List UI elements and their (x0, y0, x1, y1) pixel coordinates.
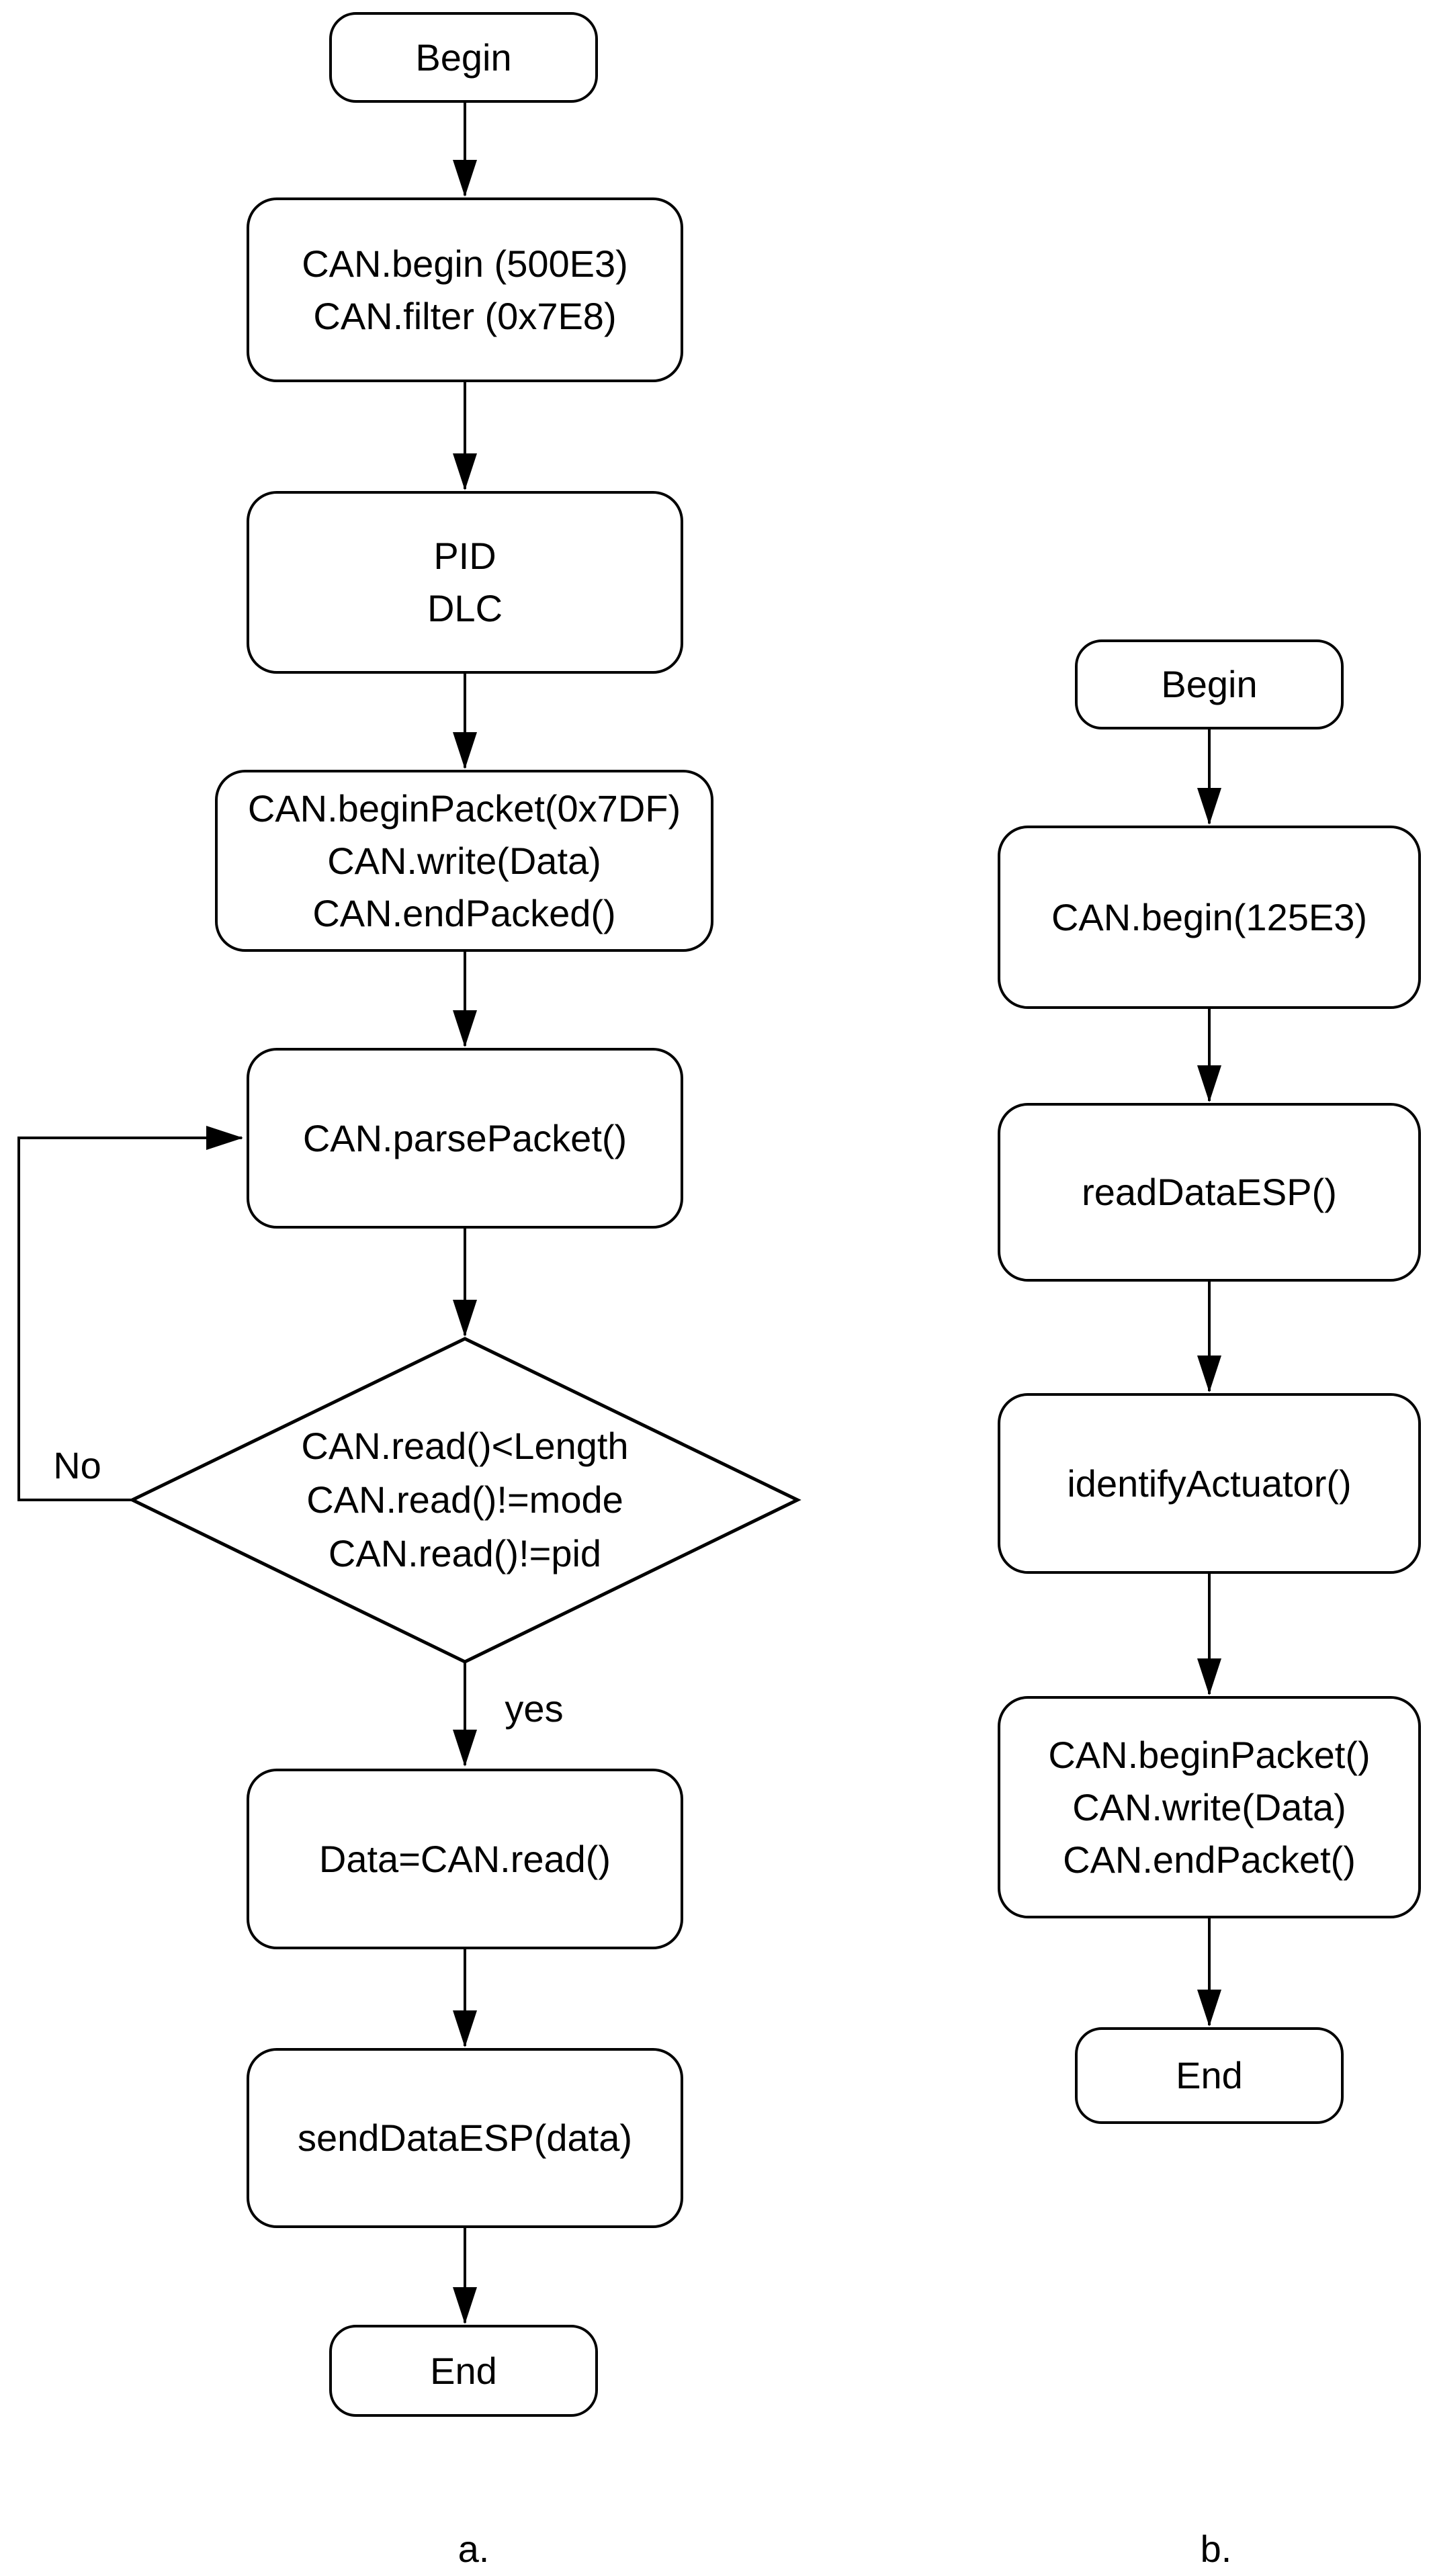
node-a-read-data-label: Data=CAN.read() (318, 1837, 611, 1880)
node-a-read-data: Data=CAN.read() (247, 1769, 683, 1949)
caption-a: a. (458, 2528, 490, 2570)
node-a-parse-packet-label: CAN.parsePacket() (302, 1116, 627, 1159)
node-b-init-label: CAN.begin(125E3) (1051, 895, 1368, 938)
node-a-send-request-line1: CAN.beginPacket(0x7DF) (247, 787, 681, 830)
node-a-begin-label: Begin (415, 36, 512, 79)
node-b-send-packet-line2: CAN.write(Data) (1072, 1785, 1346, 1828)
node-b-read-esp: readDataESP() (998, 1103, 1421, 1282)
node-a-init-line1: CAN.begin (500E3) (302, 242, 628, 285)
node-a-begin: Begin (329, 12, 598, 103)
node-b-begin: Begin (1075, 639, 1344, 729)
edge-label-yes: yes (505, 1687, 564, 1730)
node-a-decision-line1: CAN.read()<Length (301, 1425, 629, 1467)
node-b-identify-label: identifyActuator() (1067, 1462, 1352, 1505)
node-b-end: End (1075, 2027, 1344, 2124)
node-a-send-request-line2: CAN.write(Data) (327, 839, 601, 882)
node-a-decision-line2: CAN.read()!=mode (306, 1478, 623, 1521)
node-a-send-request-line3: CAN.endPacked() (312, 891, 616, 934)
node-a-pid-dlc-line1: PID (433, 535, 496, 577)
node-a-pid-dlc-line2: DLC (427, 587, 503, 629)
node-a-send-data-label: sendDataESP(data) (297, 2117, 633, 2159)
node-a-init: CAN.begin (500E3) CAN.filter (0x7E8) (247, 197, 683, 382)
node-b-end-label: End (1176, 2054, 1243, 2096)
node-a-decision-text: CAN.read()<Length CAN.read()!=mode CAN.r… (230, 1406, 700, 1594)
node-a-init-line2: CAN.filter (0x7E8) (313, 294, 617, 337)
caption-b: b. (1200, 2528, 1232, 2570)
node-b-read-esp-label: readDataESP() (1082, 1171, 1337, 1213)
node-a-send-request: CAN.beginPacket(0x7DF) CAN.write(Data) C… (215, 770, 713, 952)
decision-diamond-shape (128, 1337, 801, 1664)
node-b-init: CAN.begin(125E3) (998, 826, 1421, 1009)
node-a-parse-packet: CAN.parsePacket() (247, 1048, 683, 1229)
edge-label-no: No (53, 1444, 101, 1486)
node-b-send-packet: CAN.beginPacket() CAN.write(Data) CAN.en… (998, 1696, 1421, 1918)
node-b-send-packet-line1: CAN.beginPacket() (1048, 1733, 1371, 1776)
node-a-send-data: sendDataESP(data) (247, 2048, 683, 2228)
node-a-end-label: End (430, 2349, 497, 2392)
node-a-pid-dlc: PID DLC (247, 491, 683, 674)
node-b-identify: identifyActuator() (998, 1393, 1421, 1574)
node-b-begin-label: Begin (1161, 663, 1258, 705)
node-b-send-packet-line3: CAN.endPacket() (1063, 1838, 1356, 1881)
arrow-a-no-loopback (17, 1126, 243, 1501)
node-a-decision-line3: CAN.read()!=pid (328, 1532, 602, 1574)
node-a-end: End (329, 2325, 598, 2417)
